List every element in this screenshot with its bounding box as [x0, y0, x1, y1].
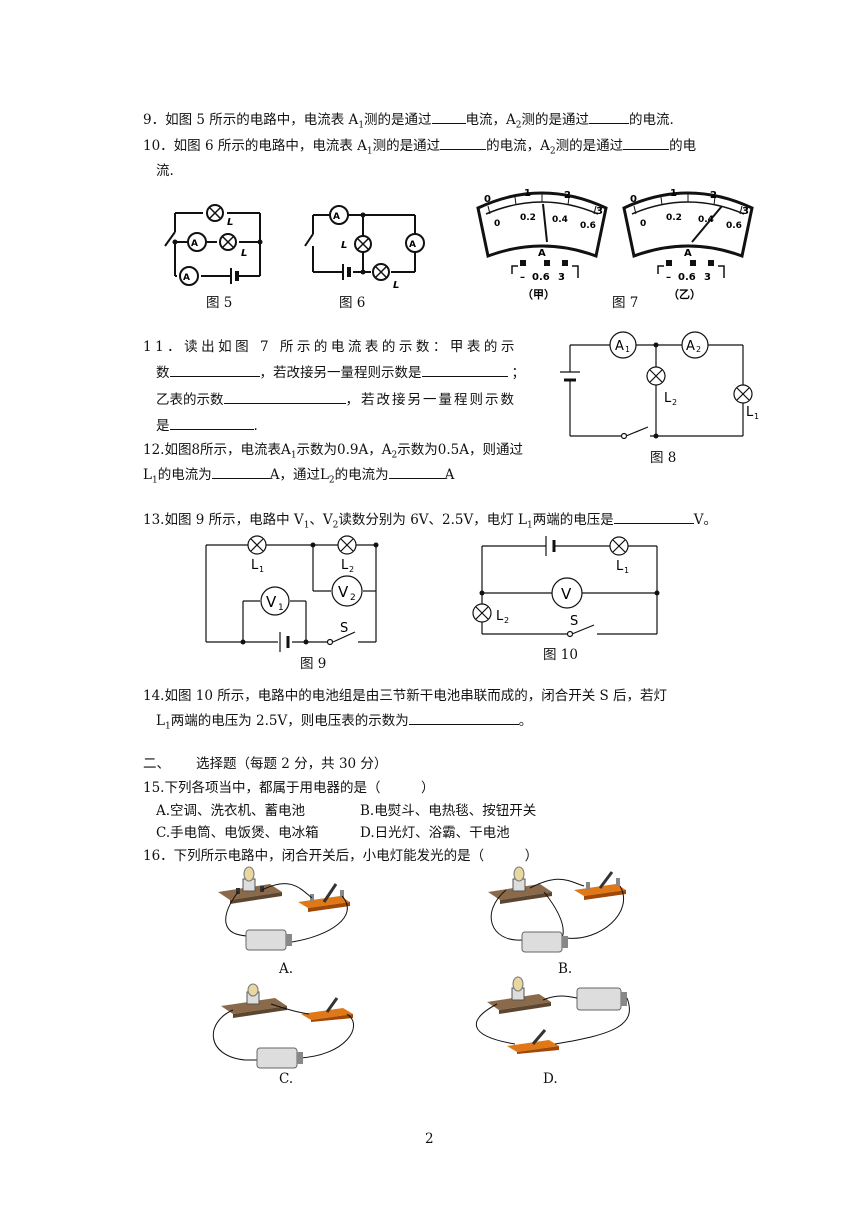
svg-text:3: 3: [558, 272, 565, 283]
figure-7-ammeter-yi: 0 1 2 3 0 0.2 0.4 0.6 A – 0.6 3 （乙）: [622, 188, 754, 301]
svg-text:A: A: [191, 239, 198, 249]
svg-text:L: L: [341, 558, 349, 573]
option-a-circuit-picture[interactable]: [210, 866, 360, 961]
svg-text:0.2: 0.2: [520, 213, 536, 223]
question-12-line1: 12.如图8所示，电流表A1示数为0.9A，A2示数为0.5A，则通过: [143, 442, 523, 461]
svg-text:2: 2: [710, 190, 717, 201]
svg-text:0: 0: [640, 219, 646, 229]
question-15-option-b[interactable]: B.电熨斗、电热毯、按钮开关: [360, 803, 537, 819]
option-c-label[interactable]: C.: [279, 1071, 294, 1087]
svg-text:1: 1: [670, 188, 677, 199]
svg-text:1: 1: [259, 565, 264, 574]
svg-text:2: 2: [350, 593, 356, 603]
svg-text:3: 3: [596, 206, 603, 217]
question-11-line4: 是.: [156, 418, 258, 434]
question-14-line2: L1两端的电压为 2.5V，则电压表的示数为。: [156, 713, 533, 732]
svg-text:L: L: [251, 558, 259, 573]
svg-text:L: L: [746, 405, 754, 420]
svg-text:A: A: [183, 273, 190, 283]
figure-9-caption: 图 9: [300, 656, 327, 672]
figure-6-caption: 图 6: [339, 295, 366, 311]
svg-text:0.4: 0.4: [698, 215, 714, 225]
question-9: 9．如图 5 所示的电路中，电流表 A1测的是通过电流，A2测的是通过的电流.: [143, 112, 674, 131]
svg-text:L: L: [496, 609, 504, 624]
question-16-stem: 16．下列所示电路中，闭合开关后，小电灯能发光的是（ ）: [143, 848, 539, 864]
svg-text:V: V: [561, 585, 572, 603]
svg-text:0: 0: [484, 194, 491, 205]
svg-text:1: 1: [524, 188, 531, 199]
svg-text:3: 3: [742, 206, 749, 217]
svg-text:2: 2: [504, 616, 509, 625]
svg-text:L: L: [393, 280, 399, 291]
svg-text:2: 2: [696, 345, 701, 354]
question-15-option-d[interactable]: D.日光灯、浴霸、干电池: [360, 825, 510, 841]
svg-text:–: –: [520, 272, 525, 283]
svg-text:A: A: [615, 339, 624, 354]
svg-text:0.6: 0.6: [726, 221, 742, 231]
svg-text:0: 0: [494, 219, 500, 229]
svg-text:0.4: 0.4: [552, 215, 568, 225]
figure-10-caption: 图 10: [543, 647, 578, 663]
svg-text:2: 2: [564, 190, 571, 201]
svg-text:A: A: [409, 240, 416, 250]
svg-text:L: L: [664, 391, 672, 406]
question-10: 10．如图 6 所示的电路中，电流表 A1测的是通过的电流，A2测的是通过的电: [143, 138, 697, 157]
svg-text:3: 3: [704, 272, 711, 283]
svg-text:L: L: [241, 248, 247, 259]
svg-text:A: A: [333, 212, 340, 222]
svg-text:V: V: [338, 583, 349, 601]
svg-text:1: 1: [278, 603, 284, 613]
svg-text:A: A: [538, 248, 546, 259]
option-a-label[interactable]: A.: [279, 961, 294, 977]
question-14-line1: 14.如图 10 所示，电路中的电池组是由三节新干电池串联而成的，闭合开关 S …: [143, 688, 668, 704]
svg-text:0.2: 0.2: [666, 213, 682, 223]
svg-text:A: A: [684, 248, 692, 259]
option-b-circuit-picture[interactable]: [470, 862, 630, 957]
question-15-option-c[interactable]: C.手电筒、电饭煲、电冰箱: [156, 825, 319, 841]
question-10-cont: 流.: [156, 163, 174, 179]
svg-text:2: 2: [349, 565, 354, 574]
figure-5-caption: 图 5: [206, 295, 233, 311]
svg-text:0.6: 0.6: [678, 272, 696, 283]
svg-text:0: 0: [630, 194, 637, 205]
option-c-circuit-picture[interactable]: [205, 983, 365, 1071]
question-11-line1: 11．读出如图 7 所示的电流表的示数：甲表的示: [143, 339, 518, 355]
svg-text:L: L: [227, 217, 233, 228]
svg-text:0.6: 0.6: [580, 221, 596, 231]
figure-6-circuit: A A L L: [304, 205, 425, 291]
svg-text:（乙）: （乙）: [668, 288, 701, 301]
figure-8-caption: 图 8: [650, 450, 677, 466]
section-2-heading: 二、选择题（每题 2 分，共 30 分）: [143, 756, 388, 772]
svg-text:1: 1: [754, 412, 759, 421]
option-b-label[interactable]: B.: [558, 961, 573, 977]
svg-text:1: 1: [624, 566, 629, 575]
svg-text:–: –: [666, 272, 671, 283]
svg-text:V: V: [266, 593, 277, 611]
svg-text:1: 1: [625, 345, 630, 354]
question-13: 13.如图 9 所示，电路中 V1、V2读数分别为 6V、2.5V，电灯 L1两…: [143, 512, 717, 531]
question-15-stem: 15.下列各项当中，都属于用电器的是（ ）: [143, 780, 435, 796]
svg-text:S: S: [570, 614, 578, 629]
page-number: 2: [425, 1131, 434, 1147]
figure-5-circuit: A A L L: [164, 204, 263, 286]
figure-7-ammeter-jia: 0 1 2 3 0 0.2 0.4 0.6 A – 0.6 3 （甲）: [476, 188, 608, 301]
option-d-circuit-picture[interactable]: [467, 974, 637, 1064]
question-11-line3: 乙表的示数，若改接另一量程则示数: [156, 392, 516, 408]
question-11-line2: 数，若改接另一量程则示数是；: [156, 365, 525, 381]
svg-text:（甲）: （甲）: [522, 288, 555, 301]
figure-7-caption: 图 7: [612, 295, 639, 311]
svg-text:L: L: [341, 240, 347, 251]
svg-text:S: S: [340, 621, 348, 636]
question-15-option-a[interactable]: A.空调、洗衣机、蓄电池: [156, 803, 306, 819]
option-d-label[interactable]: D.: [543, 1071, 558, 1087]
svg-text:A: A: [686, 339, 695, 354]
svg-text:2: 2: [672, 398, 677, 407]
svg-text:L: L: [616, 559, 624, 574]
svg-text:0.6: 0.6: [532, 272, 550, 283]
